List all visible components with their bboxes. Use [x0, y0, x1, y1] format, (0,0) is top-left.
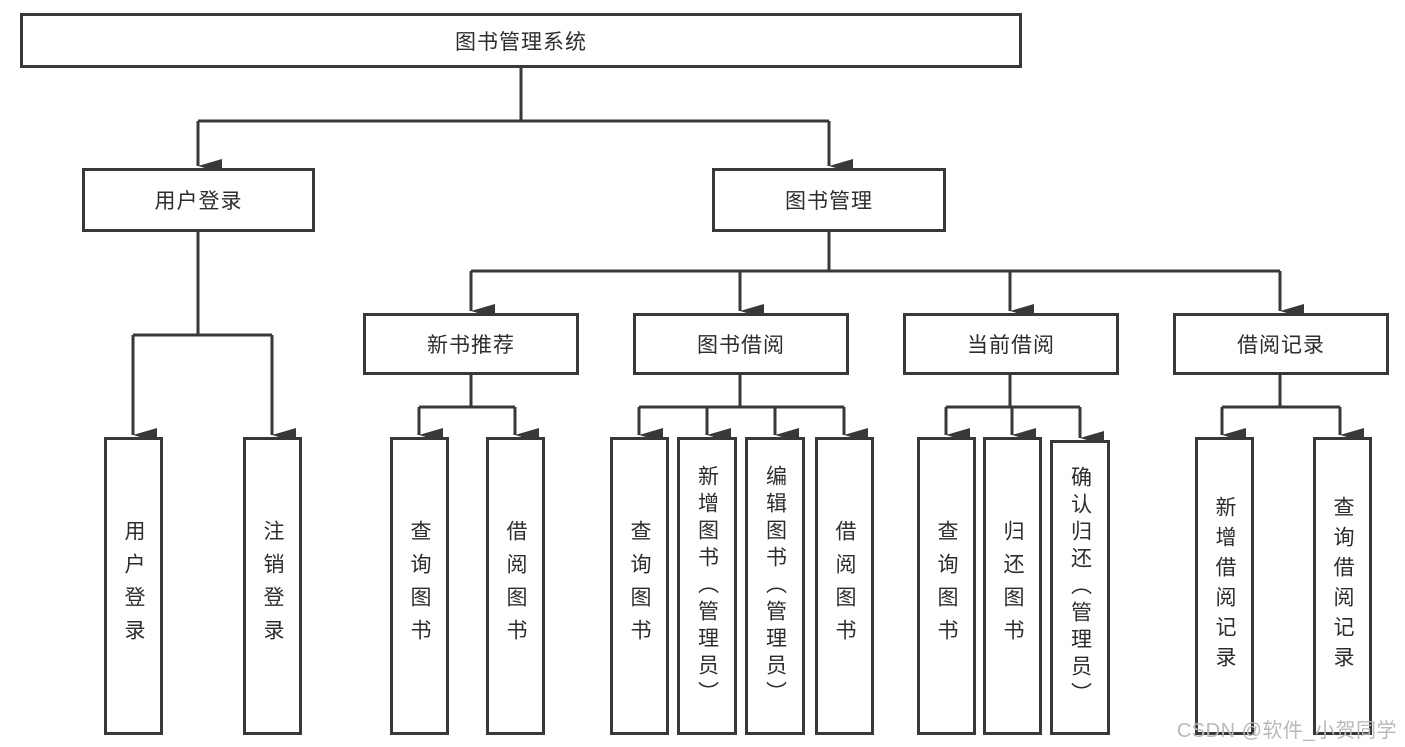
- node-label: 新书推荐: [427, 334, 515, 357]
- leaf-query-books-2: 查询图书: [610, 437, 669, 735]
- leaf-query-books-3: 查询图书: [917, 437, 976, 735]
- leaf-logout: 注销登录: [243, 437, 302, 735]
- leaf-edit-book-admin: 编辑图书（管理员）: [745, 437, 805, 735]
- node-label: 查询图书: [935, 520, 958, 652]
- node-label: 借阅图书: [504, 520, 527, 652]
- node-label: 归还图书: [1001, 520, 1024, 652]
- leaf-borrow-books-1: 借阅图书: [486, 437, 545, 735]
- node-label: 图书管理: [785, 190, 873, 213]
- node-label: 查询图书: [628, 520, 651, 652]
- node-user-login: 用户登录: [82, 168, 315, 232]
- node-label: 图书管理系统: [455, 30, 587, 54]
- node-label: 编辑图书（管理员）: [763, 464, 787, 708]
- node-label: 借阅记录: [1237, 334, 1325, 357]
- node-label: 注销登录: [261, 520, 284, 652]
- node-label: 当前借阅: [967, 334, 1055, 357]
- leaf-add-borrow-record: 新增借阅记录: [1195, 437, 1254, 735]
- node-borrowing-records: 借阅记录: [1173, 313, 1389, 375]
- node-label: 查询图书: [408, 520, 431, 652]
- leaf-add-book-admin: 新增图书（管理员）: [677, 437, 737, 735]
- leaf-borrow-books-2: 借阅图书: [815, 437, 874, 735]
- node-label: 查询借阅记录: [1331, 496, 1354, 676]
- node-label: 用户登录: [154, 190, 243, 213]
- leaf-query-books-1: 查询图书: [390, 437, 449, 735]
- node-label: 确认归还（管理员）: [1068, 466, 1092, 709]
- csdn-watermark: CSDN @软件_小贺同学: [1176, 720, 1397, 742]
- node-book-borrowing: 图书借阅: [633, 313, 849, 375]
- node-label: 用户登录: [122, 520, 145, 652]
- node-label: 图书借阅: [697, 334, 785, 357]
- node-current-borrowing: 当前借阅: [903, 313, 1119, 375]
- leaf-confirm-return-admin: 确认归还（管理员）: [1050, 440, 1110, 735]
- node-label: 新增借阅记录: [1213, 496, 1236, 676]
- node-book-management: 图书管理: [712, 168, 946, 232]
- node-label: 新增图书（管理员）: [695, 464, 719, 708]
- node-library-management-system: 图书管理系统: [20, 13, 1022, 68]
- leaf-user-login: 用户登录: [104, 437, 163, 735]
- node-label: 借阅图书: [833, 520, 856, 652]
- leaf-query-borrow-record: 查询借阅记录: [1313, 437, 1372, 735]
- leaf-return-book: 归还图书: [983, 437, 1042, 735]
- node-new-book-recommendation: 新书推荐: [363, 313, 579, 375]
